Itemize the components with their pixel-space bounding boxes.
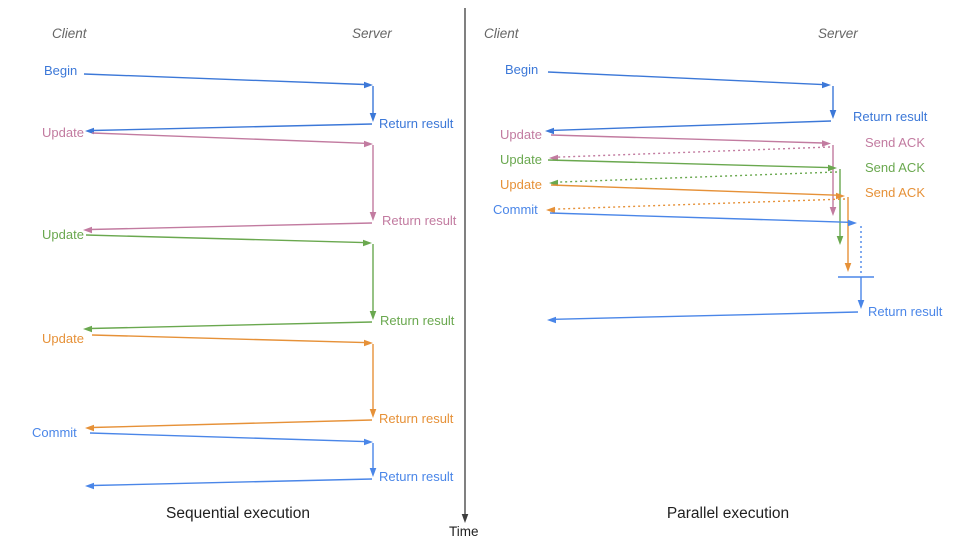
seq-update2-response-label: Return result (380, 313, 455, 328)
par-update1-label: Update (500, 127, 542, 142)
response-line (89, 222, 373, 231)
seq-commit-label: Commit (32, 425, 77, 440)
time-axis-arrowhead-icon (461, 514, 469, 523)
par-update2-label: Update (500, 152, 542, 167)
seq-update3-label: Update (42, 331, 84, 346)
par-update2-message (547, 159, 844, 245)
arrowhead-icon (546, 206, 555, 214)
arrowhead-icon (848, 219, 857, 227)
arrowhead-icon (369, 409, 377, 418)
arrowhead-icon (822, 140, 831, 147)
arrowhead-icon (369, 468, 377, 477)
arrowhead-icon (545, 127, 554, 135)
par-commit-label: Commit (493, 202, 538, 217)
par-update1-response-label: Send ACK (865, 135, 925, 150)
arrowhead-icon (836, 236, 844, 245)
par-begin-message (545, 71, 837, 135)
arrowhead-icon (364, 81, 373, 89)
seq-update1-message (83, 132, 377, 234)
request-line (91, 334, 366, 344)
arrowhead-icon (85, 424, 94, 432)
arrowhead-icon (828, 164, 837, 172)
sequential-diagram: Client Server Begin Return result Update… (32, 26, 457, 522)
sequential-server-header: Server (352, 26, 392, 41)
response-line (91, 419, 373, 429)
par-update3-message (546, 184, 852, 272)
par-update3-response-label: Send ACK (865, 185, 925, 200)
par-update3-label: Update (500, 177, 542, 192)
parallel-title: Parallel execution (667, 505, 789, 522)
ack-dotted-line (555, 171, 838, 183)
request-line (547, 71, 824, 86)
response-line (551, 120, 832, 132)
arrowhead-icon (369, 113, 377, 122)
ack-dotted-line (552, 198, 846, 210)
seq-commit-message (85, 432, 377, 490)
sequential-client-header: Client (52, 26, 88, 41)
request-line (549, 212, 850, 223)
seq-update2-label: Update (42, 227, 84, 242)
arrowhead-icon (364, 438, 373, 446)
seq-update2-message (83, 234, 377, 333)
arrowhead-icon (363, 239, 372, 247)
arrowhead-icon (364, 140, 373, 148)
seq-begin-label: Begin (44, 63, 77, 78)
arrowhead-icon (83, 325, 92, 333)
arrowhead-icon (844, 263, 852, 272)
arrowhead-icon (836, 192, 845, 200)
parallel-server-header: Server (818, 26, 858, 41)
seq-begin-response-label: Return result (379, 116, 454, 131)
seq-begin-message (83, 73, 377, 135)
arrowhead-icon (85, 482, 94, 490)
request-line (83, 73, 366, 86)
arrowhead-icon (829, 110, 837, 119)
arrowhead-icon (83, 226, 92, 234)
request-line (91, 132, 366, 144)
par-commit-response-label: Return result (868, 304, 943, 319)
par-begin-response-label: Return result (853, 109, 928, 124)
response-line (553, 311, 859, 320)
par-commit-message (547, 212, 874, 324)
arrowhead-icon (857, 300, 865, 309)
time-axis (461, 8, 469, 523)
parallel-diagram: Client Server Begin Return result Update… (484, 26, 943, 522)
response-line (89, 321, 373, 330)
arrowhead-icon (369, 311, 377, 320)
sequential-title: Sequential execution (166, 505, 310, 522)
par-update1-message (549, 134, 837, 216)
arrowhead-icon (364, 339, 373, 347)
seq-update1-response-label: Return result (382, 213, 457, 228)
seq-update3-message (85, 334, 377, 432)
arrowhead-icon (85, 127, 94, 135)
arrowhead-icon (369, 212, 377, 221)
response-line (91, 123, 373, 132)
arrowhead-icon (829, 207, 837, 216)
par-begin-label: Begin (505, 62, 538, 77)
response-line (91, 478, 373, 487)
seq-update3-response-label: Return result (379, 411, 454, 426)
request-line (550, 134, 824, 144)
seq-commit-response-label: Return result (379, 469, 454, 484)
request-line (85, 234, 365, 244)
arrowhead-icon (547, 316, 556, 324)
request-line (547, 159, 830, 169)
time-axis-label: Time (449, 524, 479, 539)
ack-dotted-line (555, 146, 831, 158)
par-update2-response-label: Send ACK (865, 160, 925, 175)
parallel-client-header: Client (484, 26, 520, 41)
seq-update1-label: Update (42, 125, 84, 140)
request-line (89, 432, 366, 443)
request-line (550, 184, 838, 196)
arrowhead-icon (822, 81, 831, 89)
